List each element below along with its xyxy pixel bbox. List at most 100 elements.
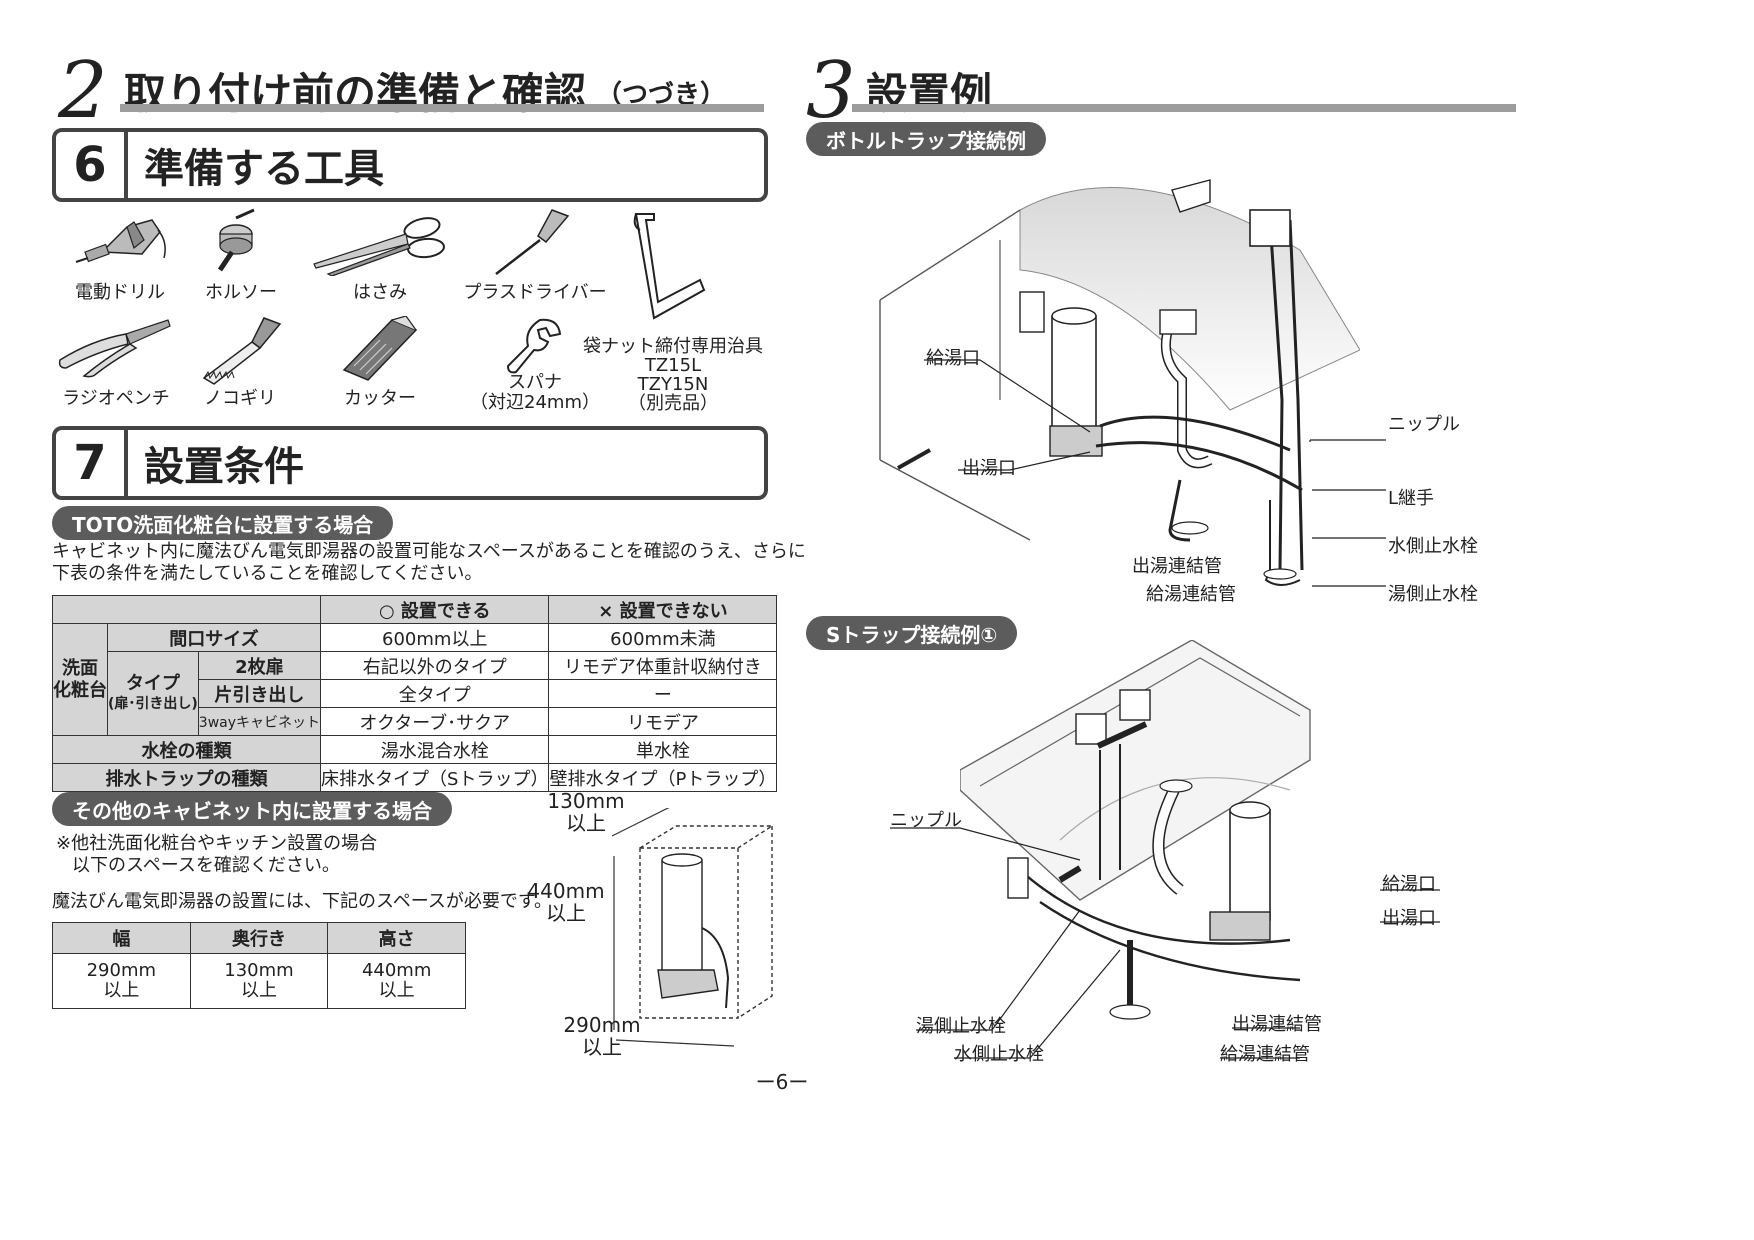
group-vanity: 洗面 化粧台 — [52, 623, 108, 736]
space-value-height: 440mm 以上 — [327, 953, 466, 1009]
tool-label-nut-jig: 袋ナット締付専用治具 — [583, 336, 763, 357]
s-label-hot-stop: 湯側止水栓 — [916, 1016, 1006, 1037]
group-type: タイプ (扉･引き出し) — [107, 651, 199, 736]
row-trap-type: 排水トラップの種類 — [51, 763, 322, 792]
space-height-suffix: 以上 — [378, 980, 415, 1001]
other-cabinet-pill: その他のキャビネット内に設置する場合 — [52, 792, 452, 826]
s-label-hot-outlet: 出湯口 — [1382, 908, 1436, 929]
tool-label-nut-jig-note: （別売品） — [628, 393, 718, 414]
space-header-height: 高さ — [327, 922, 466, 954]
pliers-icon — [58, 319, 171, 378]
dim-width-suffix: 以上 — [582, 1035, 622, 1059]
other-requirement: 魔法びん電気即湯器の設置には、下記のスペースが必要です。 — [52, 891, 553, 912]
tool-label-drill: 電動ドリル — [75, 282, 165, 303]
cell-3way-ng: リモデア — [548, 707, 778, 736]
section-number: 2 — [58, 46, 108, 136]
bottle-label-water-stop: 水側止水栓 — [1388, 536, 1478, 557]
drill-icon — [75, 219, 166, 263]
tool-label-wrench: スパナ — [508, 372, 562, 393]
cell-faucet-ok: 湯水混合水栓 — [320, 735, 550, 764]
dim-depth-suffix: 以上 — [566, 811, 606, 835]
bottle-label-hot-inlet: 給湯口 — [926, 348, 980, 369]
bottle-label-outlet-pipe: 出湯連結管 — [1132, 556, 1222, 577]
s-label-water-stop: 水側止水栓 — [954, 1044, 1044, 1065]
bottle-label-inlet-pipe: 給湯連結管 — [1146, 584, 1236, 605]
bottle-label-l-joint: L継手 — [1388, 488, 1435, 509]
tool-label-nut-jig-model-1: TZ15L — [644, 355, 702, 376]
dim-height-suffix: 以上 — [546, 901, 586, 925]
tools-heading: 6 準備する工具 — [52, 128, 768, 202]
section-rule-3 — [852, 104, 1516, 112]
space-depth-suffix: 以上 — [240, 980, 277, 1001]
cell-faucet-ng: 単水栓 — [548, 735, 778, 764]
tool-label-saw: ノコギリ — [204, 388, 276, 409]
row-2door: 2枚扉 — [197, 651, 322, 680]
bottle-trap-illustration — [879, 179, 1360, 586]
other-note-1: ※他社洗面化粧台やキッチン設置の場合 — [56, 833, 378, 854]
tool-label-pliers: ラジオペンチ — [62, 388, 170, 409]
cell-trap-ok: 床排水タイプ（Sトラップ） — [320, 763, 550, 792]
cell-drawer-ng: ー — [548, 679, 778, 708]
space-height-value: 440mm — [361, 960, 432, 981]
cell-3way-ok: オクターブ･サクア — [320, 707, 550, 736]
dim-depth-value: 130mm — [547, 789, 625, 813]
tool-label-scissors: はさみ — [353, 282, 407, 303]
bottle-label-hot-stop: 湯側止水栓 — [1388, 584, 1478, 605]
toto-vanity-text-2: 下表の条件を満たしていることを確認してください。 — [52, 563, 483, 584]
s-label-inlet-pipe: 給湯連結管 — [1220, 1044, 1310, 1065]
wrench-icon — [506, 318, 562, 374]
bottle-label-hot-outlet: 出湯口 — [962, 458, 1016, 479]
cell-frontage-ng: 600mm未満 — [548, 623, 778, 652]
group-vanity-line-2: 化粧台 — [53, 679, 107, 701]
section-number-3: 3 — [806, 46, 856, 136]
nut-jig-icon — [633, 213, 706, 320]
tool-label-wrench-size: （対辺24mm） — [470, 392, 600, 413]
s-label-outlet-pipe: 出湯連結管 — [1232, 1014, 1322, 1035]
dim-width-value: 290mm — [563, 1013, 641, 1037]
page-number: ー6ー — [755, 1070, 809, 1094]
s-trap-leaders — [890, 827, 1440, 1059]
conditions-heading-title: 設置条件 — [144, 444, 304, 490]
s-label-nipple: ニップル — [890, 810, 962, 831]
tools-heading-title: 準備する工具 — [144, 146, 384, 192]
dim-height-value: 440mm — [527, 879, 605, 903]
row-frontage: 間口サイズ — [106, 623, 322, 652]
cell-trap-ng: 壁排水タイプ（Pトラップ） — [548, 763, 778, 792]
group-vanity-line-1: 洗面 — [62, 657, 98, 679]
cutter-icon — [342, 316, 418, 381]
s-trap-pill: Sトラップ接続例① — [806, 616, 1018, 650]
tool-label-cutter: カッター — [344, 388, 416, 409]
col-installable: ○ 設置できる — [320, 595, 550, 624]
conditions-table: ○ 設置できる × 設置できない 洗面 化粧台 間口サイズ 600mm以上 60… — [51, 595, 778, 792]
section-rule — [120, 104, 764, 112]
bottle-trap-pill: ボトルトラップ接続例 — [806, 122, 1046, 156]
space-width-value: 290mm — [86, 960, 157, 981]
toto-vanity-pill: TOTO洗面化粧台に設置する場合 — [52, 506, 394, 540]
s-trap-illustration — [960, 640, 1311, 1020]
space-depth-value: 130mm — [224, 960, 294, 981]
space-header-depth: 奥行き — [189, 922, 329, 954]
bottle-label-nipple: ニップル — [1388, 414, 1460, 435]
space-table: 幅 奥行き 高さ 290mm 以上 130mm 以上 440mm 以上 — [52, 922, 466, 1009]
space-box-diagram — [611, 808, 775, 1047]
saw-icon — [202, 317, 282, 385]
row-faucet-type: 水栓の種類 — [51, 735, 322, 764]
space-value-width: 290mm 以上 — [52, 953, 191, 1009]
tool-label-screwdriver: プラスドライバー — [463, 282, 607, 303]
conditions-heading-number: 7 — [56, 430, 128, 496]
conditions-heading: 7 設置条件 — [52, 426, 768, 500]
cell-2door-ok: 右記以外のタイプ — [320, 651, 550, 680]
group-type-line-2: (扉･引き出し) — [108, 695, 198, 712]
bottle-trap-leaders — [924, 359, 1386, 587]
toto-vanity-text-1: キャビネット内に魔法びん電気即湯器の設置可能なスペースがあることを確認のうえ、さ… — [52, 541, 806, 562]
group-type-line-1: タイプ — [125, 672, 180, 694]
tools-heading-number: 6 — [56, 132, 128, 198]
space-value-depth: 130mm 以上 — [189, 953, 329, 1009]
table-corner — [51, 595, 322, 624]
tool-label-nut-jig-model-2: TZY15N — [637, 374, 709, 395]
cell-frontage-ok: 600mm以上 — [320, 623, 550, 652]
col-not-installable: × 設置できない — [548, 595, 778, 624]
s-label-hot-inlet: 給湯口 — [1382, 874, 1436, 895]
tool-label-hole-saw: ホルソー — [205, 282, 277, 303]
row-single-drawer: 片引き出し — [197, 679, 322, 708]
